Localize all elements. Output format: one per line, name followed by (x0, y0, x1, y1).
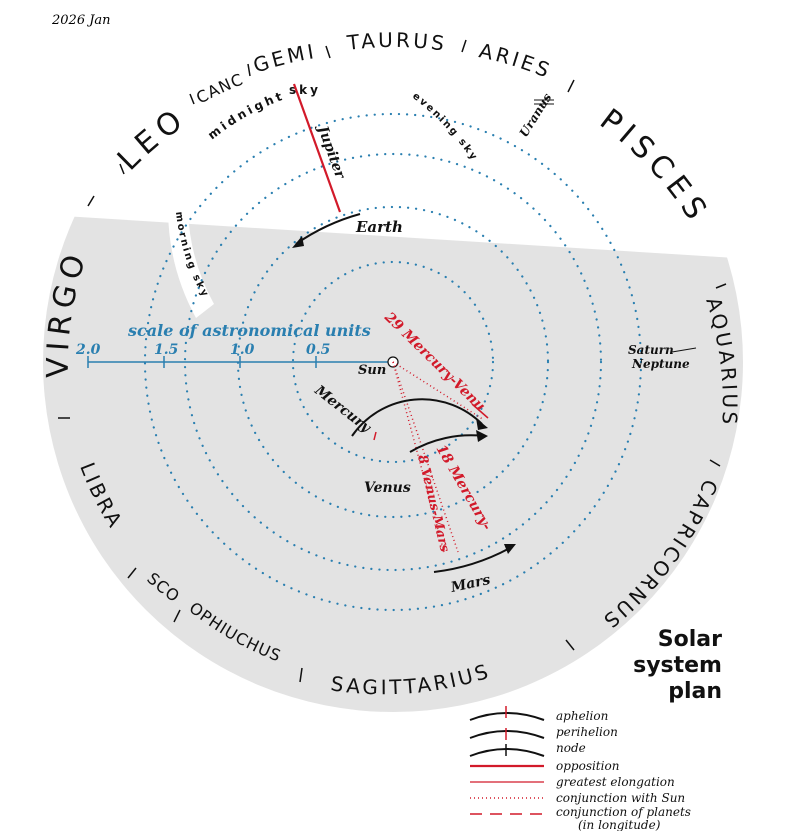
legend-greatest-elongation: greatest elongation (556, 775, 675, 789)
legend-perihelion: perihelion (556, 725, 618, 739)
venus-arrow-icon (476, 430, 488, 442)
title-line-1: Solar (658, 627, 722, 652)
zodiac-pisces: PISCES (593, 102, 716, 230)
legend-conjunction-planets: conjunction of planets (556, 805, 691, 819)
planet-sun: Sun (358, 363, 386, 378)
legend-node-icon (469, 748, 545, 757)
midnight-sky-box (284, 78, 314, 100)
au-scale-bar (87, 356, 390, 368)
orbit-venus (291, 260, 495, 464)
sky-midnight-word: sky (289, 83, 321, 97)
mars-arrow-icon (504, 544, 516, 554)
sun-conjunction-lines (392, 361, 485, 553)
legend-opposition: opposition (556, 759, 619, 773)
legend-perihelion-icon (469, 730, 545, 739)
mars-orbit-arc (433, 547, 511, 573)
mercury-orbit-arc (351, 398, 483, 437)
planet-uranus: Uranus (517, 91, 555, 140)
mercury-venus-line (471, 403, 489, 419)
planet-venus: Venus (364, 480, 411, 496)
saturn-marker (671, 347, 697, 353)
zodiac-aries: ARIES (477, 38, 556, 83)
zodiac-cancer: CANCER (0, 0, 246, 107)
jupiter-opposition-line (292, 83, 342, 213)
zodiac-gemini: GEMINI (0, 0, 318, 78)
planet-earth: Earth (355, 218, 403, 236)
title-line-3: plan (668, 679, 722, 704)
legend-conjunction-sun: conjunction with Sun (556, 791, 685, 805)
zodiac-leo: LEO (111, 100, 194, 177)
legend-aphelion-icon (469, 712, 545, 721)
sky-evening: evening sky (410, 91, 480, 164)
scale-tick-2: 2.0 (75, 342, 101, 358)
legend-longitude-note: (in longitude) (578, 818, 661, 831)
mercury-elongation-tick (373, 431, 377, 441)
legend: aphelion perihelion node opposition grea… (469, 706, 691, 831)
date-label: 2026 Jan (51, 13, 111, 28)
mercury-arrow-icon (476, 418, 488, 430)
planet-neptune: Neptune (631, 357, 690, 371)
title-line-2: system (633, 653, 722, 678)
legend-aphelion: aphelion (556, 709, 608, 723)
planet-saturn: Saturn (628, 343, 674, 357)
scale-tick-1: 1.0 (230, 342, 255, 358)
venus-orbit-arc (409, 434, 485, 453)
morning-sky-band (168, 210, 214, 318)
scale-tick-0-5: 0.5 (306, 342, 330, 358)
zodiac-taurus: TAURUS (345, 28, 449, 56)
scale-title: scale of astronomical units (127, 321, 371, 340)
scale-tick-1-5: 1.5 (154, 342, 178, 358)
orbit-earth (183, 152, 603, 572)
legend-node: node (556, 741, 586, 755)
earth-arrow-icon (292, 236, 304, 248)
zodiac-dividers (58, 39, 727, 683)
